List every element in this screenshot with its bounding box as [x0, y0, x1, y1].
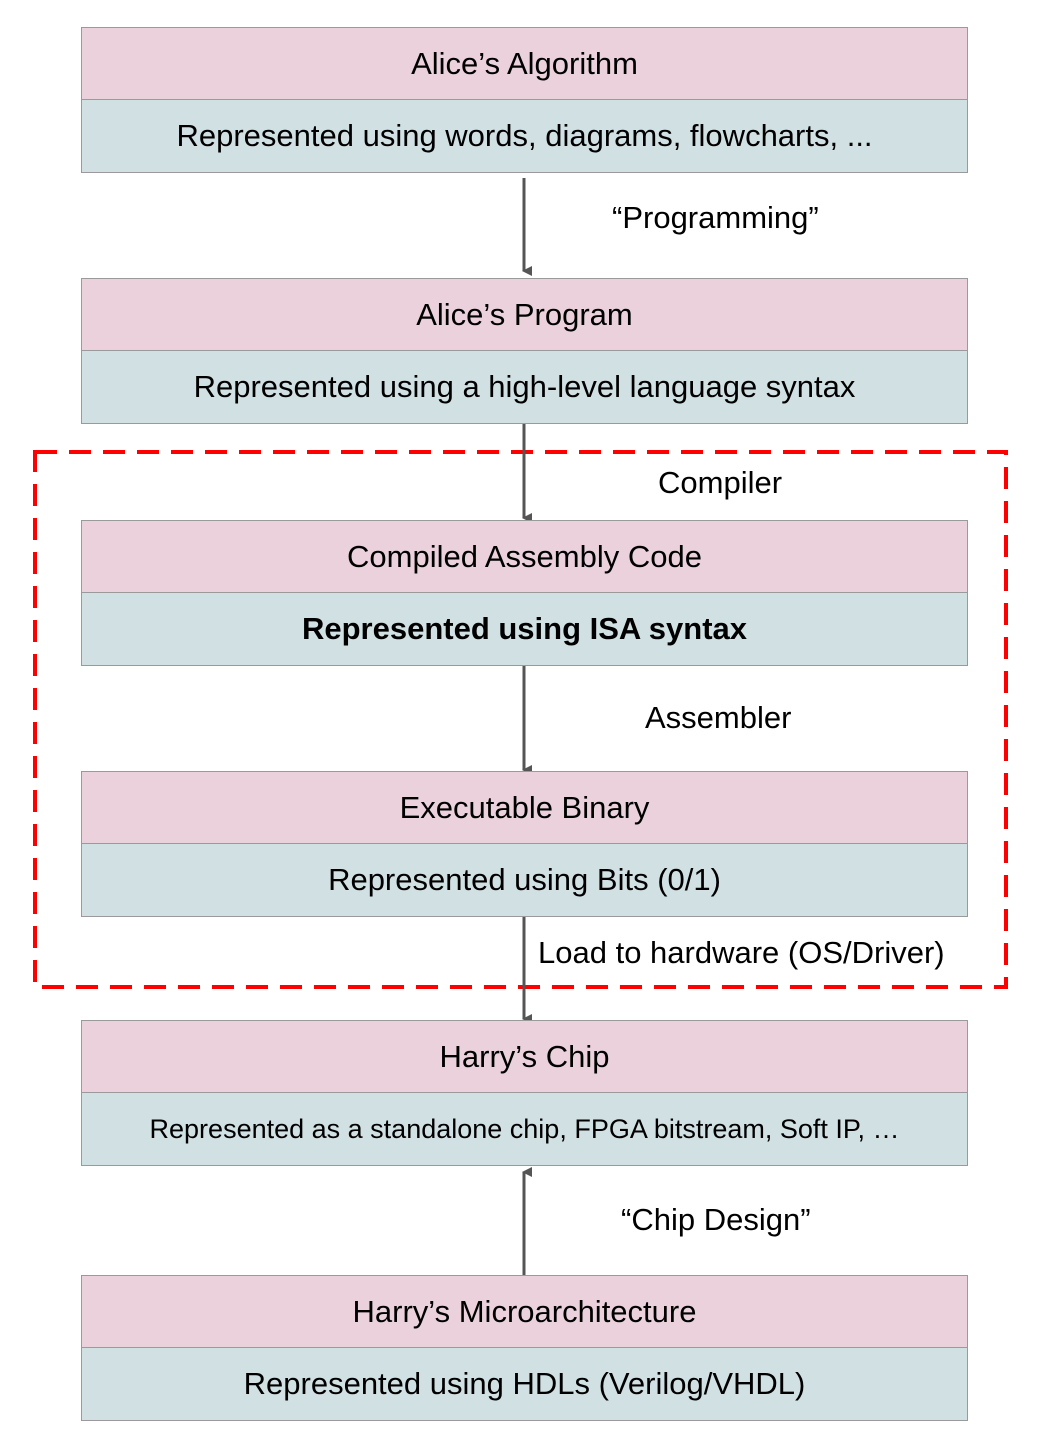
block-alices-algorithm: Alice’s Algorithm Represented using word… — [81, 27, 968, 173]
block-title: Compiled Assembly Code — [81, 520, 968, 593]
block-title: Harry’s Chip — [81, 1020, 968, 1093]
block-subtitle: Represented as a standalone chip, FPGA b… — [81, 1093, 968, 1166]
block-title: Executable Binary — [81, 771, 968, 844]
block-harrys-chip: Harry’s Chip Represented as a standalone… — [81, 1020, 968, 1166]
block-title: Alice’s Program — [81, 278, 968, 351]
block-title: Harry’s Microarchitecture — [81, 1275, 968, 1348]
edge-label-compiler: Compiler — [658, 465, 783, 500]
edge-label-programming: “Programming” — [612, 200, 819, 235]
block-subtitle: Represented using words, diagrams, flowc… — [81, 100, 968, 173]
toolchain-highlight-box — [33, 450, 1008, 989]
block-compiled-assembly-code: Compiled Assembly Code Represented using… — [81, 520, 968, 666]
edge-label-chip-design: “Chip Design” — [621, 1202, 811, 1237]
edge-label-assembler: Assembler — [645, 700, 792, 735]
block-subtitle: Represented using a high-level language … — [81, 351, 968, 424]
block-alices-program: Alice’s Program Represented using a high… — [81, 278, 968, 424]
edge-label-load-to-hardware: Load to hardware (OS/Driver) — [538, 935, 945, 970]
block-subtitle: Represented using Bits (0/1) — [81, 844, 968, 917]
block-subtitle: Represented using HDLs (Verilog/VHDL) — [81, 1348, 968, 1421]
block-subtitle: Represented using ISA syntax — [81, 593, 968, 666]
block-harrys-microarchitecture: Harry’s Microarchitecture Represented us… — [81, 1275, 968, 1421]
block-title: Alice’s Algorithm — [81, 27, 968, 100]
block-executable-binary: Executable Binary Represented using Bits… — [81, 771, 968, 917]
